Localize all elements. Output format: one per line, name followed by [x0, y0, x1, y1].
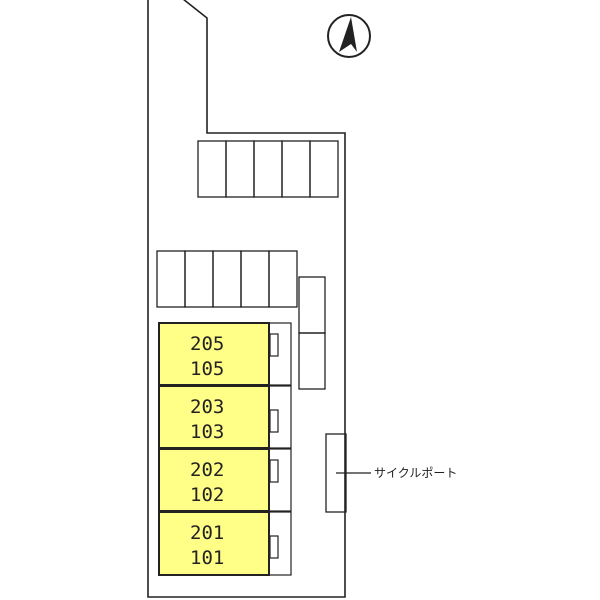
parking-space — [253, 140, 283, 198]
unit-number-lower: 103 — [190, 421, 224, 443]
parking-space — [298, 276, 326, 334]
unit-block — [158, 511, 270, 576]
door-marker — [269, 333, 279, 357]
cycle-port-label: サイクルポート — [374, 466, 457, 480]
door-marker — [269, 409, 279, 433]
unit-block — [158, 385, 270, 449]
door-marker — [269, 535, 279, 559]
door-marker — [269, 459, 279, 483]
balcony — [268, 385, 292, 449]
unit-number-lower: 105 — [190, 358, 224, 380]
unit-number-upper: 201 — [190, 522, 224, 544]
parking-space — [298, 332, 326, 390]
parking-space — [197, 140, 227, 198]
balcony — [268, 322, 292, 386]
unit-number-upper: 205 — [190, 333, 224, 355]
parking-space — [212, 250, 242, 308]
parking-space — [240, 250, 270, 308]
parking-block-upper — [197, 140, 339, 198]
parking-block-side — [298, 276, 326, 390]
unit-block — [158, 322, 270, 386]
unit-number-lower: 101 — [190, 547, 224, 569]
unit-block — [158, 448, 270, 512]
parking-space — [156, 250, 186, 308]
parking-block-middle — [156, 250, 298, 308]
unit-number-upper: 202 — [190, 459, 224, 481]
parking-space — [268, 250, 298, 308]
balcony — [268, 448, 292, 512]
balcony — [268, 511, 292, 576]
parking-space — [225, 140, 255, 198]
unit-number-lower: 102 — [190, 484, 224, 506]
parking-space — [281, 140, 311, 198]
parking-space — [184, 250, 214, 308]
apartment-building: 205 105 203 103 202 102 201 101 — [158, 322, 292, 576]
parking-space — [309, 140, 339, 198]
unit-number-upper: 203 — [190, 396, 224, 418]
site-boundary — [147, 0, 346, 598]
north-arrow-icon — [327, 14, 371, 58]
